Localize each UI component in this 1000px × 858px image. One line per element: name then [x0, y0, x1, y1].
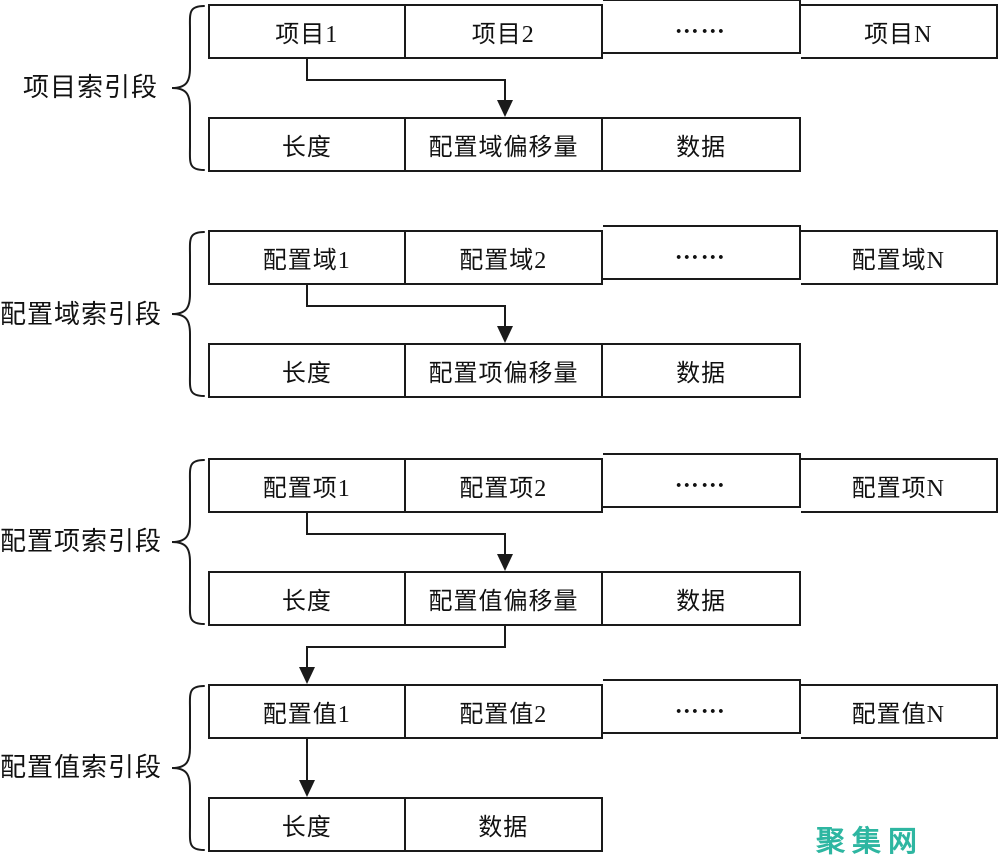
arrow-section1-offset: [306, 59, 513, 117]
watermark-logo: 聚集网: [816, 826, 925, 858]
left-brace-icon: [171, 5, 205, 171]
struct-cell: 长度: [208, 797, 406, 852]
section3-detail-row: 长度 配置值偏移量 数据: [208, 571, 801, 626]
struct-cell: 数据: [603, 571, 801, 626]
struct-cell: 配置项2: [405, 458, 603, 513]
struct-cell: 配置项1: [208, 458, 406, 513]
struct-cell: 配置域偏移量: [405, 117, 604, 172]
section2-entry-row: 配置域1 配置域2 …… 配置域N: [208, 225, 998, 285]
left-brace-icon: [171, 685, 205, 851]
struct-cell: 配置值1: [208, 684, 406, 739]
struct-cell: 长度: [208, 571, 406, 626]
struct-cell: 配置项N: [800, 458, 998, 513]
struct-cell: 配置域2: [405, 230, 603, 285]
ellipsis-cell: ……: [603, 679, 801, 734]
section3-entry-row: 配置项1 配置项2 …… 配置项N: [208, 453, 998, 513]
arrow-section4-value: [299, 739, 315, 797]
section4-detail-row: 长度 数据: [208, 797, 603, 852]
struct-cell: 项目2: [405, 4, 603, 59]
struct-cell: 数据: [603, 343, 801, 398]
section2-detail-row: 长度 配置项偏移量 数据: [208, 343, 801, 398]
struct-cell: 长度: [208, 117, 406, 172]
section-label-config-item-index: 配置项索引段: [0, 527, 163, 556]
ellipsis-cell: ……: [603, 453, 801, 508]
struct-cell: 配置值偏移量: [405, 571, 604, 626]
struct-cell: 数据: [405, 797, 603, 852]
section1-detail-row: 长度 配置域偏移量 数据: [208, 117, 801, 172]
left-brace-icon: [171, 231, 205, 397]
struct-cell: 配置项偏移量: [405, 343, 604, 398]
arrow-offset-to-section4: [299, 626, 506, 684]
struct-cell: 项目N: [800, 4, 998, 59]
ellipsis-cell: ……: [603, 0, 801, 54]
left-brace-icon: [171, 459, 205, 625]
ellipsis-cell: ……: [603, 225, 801, 280]
section4-entry-row: 配置值1 配置值2 …… 配置值N: [208, 679, 998, 739]
struct-cell: 长度: [208, 343, 406, 398]
struct-cell: 配置值N: [800, 684, 998, 739]
arrow-section2-offset: [306, 285, 513, 343]
arrow-section3-offset: [306, 513, 513, 571]
struct-cell: 配置值2: [405, 684, 603, 739]
section-label-config-domain-index: 配置域索引段: [0, 300, 163, 329]
struct-cell: 配置域1: [208, 230, 406, 285]
struct-cell: 配置域N: [800, 230, 998, 285]
section1-entry-row: 项目1 项目2 …… 项目N: [208, 0, 998, 59]
struct-cell: 项目1: [208, 4, 406, 59]
section-label-project-index: 项目索引段: [22, 73, 158, 102]
struct-cell: 数据: [603, 117, 801, 172]
section-label-config-value-index: 配置值索引段: [0, 753, 163, 782]
